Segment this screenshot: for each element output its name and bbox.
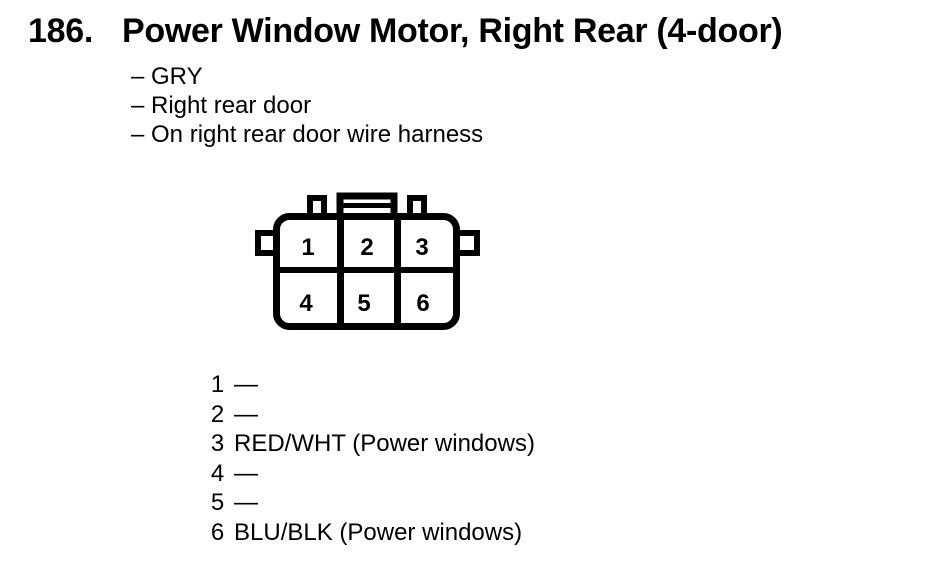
- pin-row: 6 BLU/BLK (Power windows): [210, 518, 535, 548]
- pin-row: 2 —: [210, 400, 535, 430]
- pin-number: 1: [210, 371, 225, 398]
- pin-row: 4 —: [210, 459, 535, 489]
- pin-wire: —: [234, 400, 258, 428]
- cavity-2: 2: [360, 234, 373, 261]
- pin-wire: RED/WHT (Power windows): [234, 430, 535, 458]
- cavity-4: 4: [299, 290, 313, 317]
- pin-row: 3 RED/WHT (Power windows): [210, 429, 535, 459]
- pin-number: 5: [210, 489, 225, 517]
- page-title: Power Window Motor, Right Rear (4-door): [122, 12, 783, 50]
- pin-wire: —: [234, 371, 258, 398]
- pin-wire: —: [234, 489, 258, 517]
- connector-diagram: 1 2 3 4 5 6: [255, 192, 480, 330]
- pin-row: 5 —: [210, 488, 535, 518]
- cavity-6: 6: [416, 290, 429, 317]
- section-heading: 186. Power Window Motor, Right Rear (4-do…: [28, 12, 783, 50]
- cavity-5: 5: [357, 290, 370, 317]
- pin-number: 2: [210, 400, 225, 428]
- pin-wire: —: [234, 459, 258, 487]
- cavity-3: 3: [415, 234, 428, 261]
- note-color: – GRY: [131, 63, 203, 90]
- item-number: 186.: [28, 12, 93, 50]
- pin-row: 1 —: [210, 370, 535, 400]
- pin-number: 6: [210, 518, 225, 546]
- pin-number: 3: [210, 430, 225, 458]
- note-harness: – On right rear door wire harness: [131, 121, 484, 148]
- connector-notes: – GRY – Right rear door – On right rear …: [131, 62, 483, 149]
- pin-number: 4: [210, 459, 225, 487]
- pin-legend: 1 — 2 — 3 RED/WHT (Power windows) 4 — 5 …: [210, 370, 535, 548]
- note-location: – Right rear door: [131, 92, 312, 119]
- cavity-1: 1: [301, 234, 314, 261]
- pin-wire: BLU/BLK (Power windows): [234, 518, 523, 546]
